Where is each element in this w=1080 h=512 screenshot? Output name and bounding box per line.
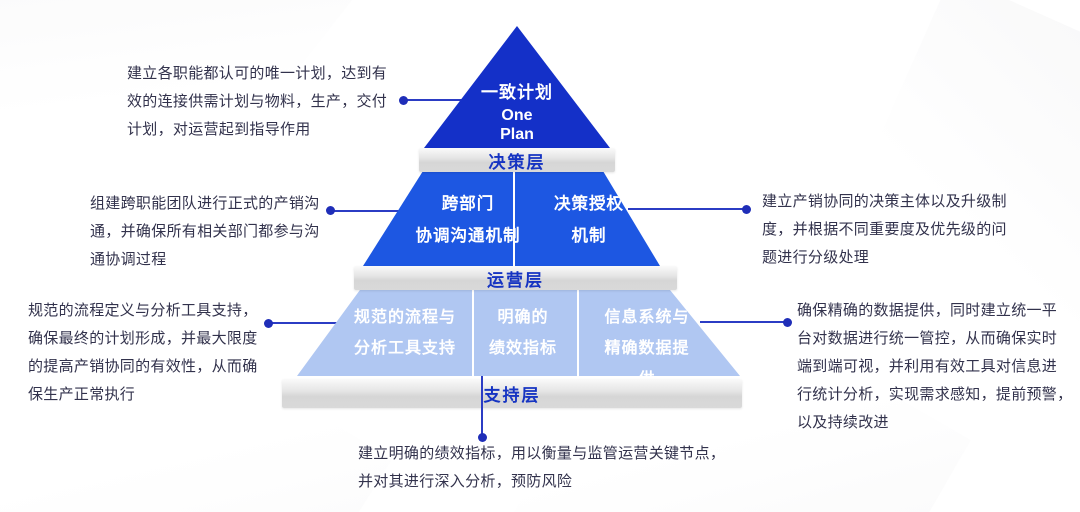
connector-line-bottom-right xyxy=(700,321,788,323)
connector-line-bottom-center xyxy=(481,376,483,436)
bottom-cell-process-tools: 规范的流程与 分析工具支持 xyxy=(353,309,457,357)
middle-cell-cross-department: 跨部门 协调沟通机制 xyxy=(415,195,521,245)
annotation-bottom-center: 建立明确的绩效指标，用以衡量与监管运营关键节点， 并对其进行深入分析，预防风险 xyxy=(358,445,726,490)
connector-dot-bottom-right xyxy=(783,318,792,327)
middle-cell-decision-authorization: 决策授权 机制 xyxy=(554,195,624,245)
apex-title: 一致计划 xyxy=(481,83,553,102)
band-operation-layer: 运营层 xyxy=(354,266,677,290)
annotation-bottom-right: 确保精确的数据提供，同时建立统一平 台对数据进行统一管控，从而确保实时 端到端可… xyxy=(797,302,1073,431)
connector-dot-top-left xyxy=(399,96,408,105)
annotation-top-left: 建立各职能都认可的唯一计划，达到有 效的连接供需计划与物料，生产，交付 计划，对… xyxy=(127,65,388,138)
pyramid-bottom-layer: 规范的流程与 分析工具支持 明确的 绩效指标 信息系统与 精确数据提供 xyxy=(297,290,740,376)
bottom-layer-divider-2 xyxy=(577,290,579,376)
bottom-layer-divider-1 xyxy=(472,290,474,376)
middle-layer-divider xyxy=(513,171,515,266)
annotation-bottom-left: 规范的流程定义与分析工具支持， 确保最终的计划形成，并最大限度 的提高产销协同的… xyxy=(28,302,258,403)
connector-dot-top-right xyxy=(742,205,751,214)
annotation-mid-left: 组建跨职能团队进行正式的产销沟 通，并确保所有相关部门都参与沟 通协调过程 xyxy=(90,195,320,268)
band-decision-label: 决策层 xyxy=(488,152,546,172)
connector-line-bottom-left xyxy=(269,322,343,324)
annotation-top-right: 建立产销协同的决策主体以及升级制 度，并根据不同重要度及优先级的问 题进行分级处… xyxy=(762,193,1007,266)
apex-subtitle: One Plan xyxy=(500,107,534,143)
pyramid-apex-one-plan: 一致计划 One Plan xyxy=(424,26,610,148)
band-decision-layer: 决策层 xyxy=(419,148,615,172)
connector-dot-bottom-left xyxy=(264,319,273,328)
band-support-layer: 支持层 xyxy=(282,379,742,408)
pyramid-middle-layer: 跨部门 协调沟通机制 决策授权 机制 xyxy=(363,171,660,266)
connector-dot-bottom-center xyxy=(478,433,487,442)
band-support-label: 支持层 xyxy=(483,386,541,405)
band-operation-label: 运营层 xyxy=(487,270,544,290)
connector-dot-mid-left xyxy=(326,206,335,215)
connector-line-top-right xyxy=(628,208,746,210)
bottom-cell-kpi: 明确的 绩效指标 xyxy=(488,309,558,357)
connector-line-mid-left xyxy=(331,210,403,212)
connector-line-top-left xyxy=(404,99,482,101)
